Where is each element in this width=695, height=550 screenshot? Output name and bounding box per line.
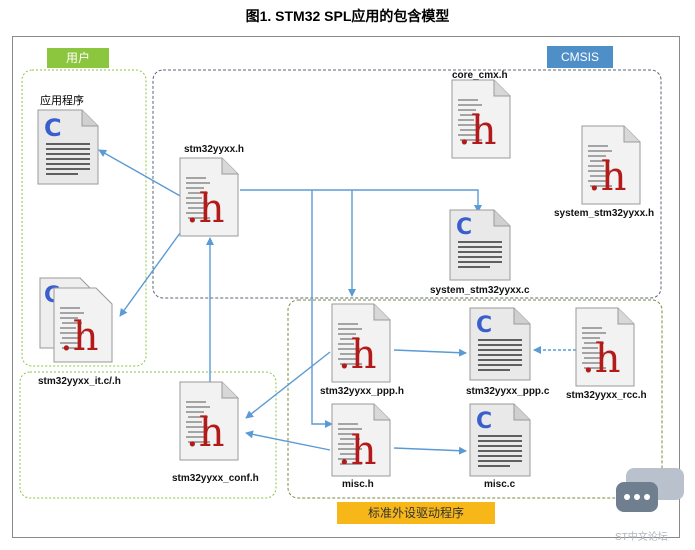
svg-text:C: C	[456, 215, 472, 240]
svg-text:C: C	[476, 409, 492, 434]
svg-text:.h: .h	[582, 336, 620, 382]
label-system-stm32yyxx-c: system_stm32yyxx.c	[430, 285, 530, 296]
diagram-frame	[12, 36, 680, 538]
config-group-box	[19, 371, 277, 499]
user-group-tag: 用户	[47, 48, 109, 68]
user-group-box	[21, 69, 147, 367]
misc-c-file-icon: C	[469, 403, 531, 477]
core-cmx-h-file-icon: .h	[451, 79, 511, 159]
rcc-h-file-icon: .h	[575, 307, 635, 387]
app-label: 应用程序	[40, 95, 84, 107]
svg-text:.h: .h	[186, 410, 224, 456]
svg-text:C: C	[44, 114, 62, 142]
svg-text:.h: .h	[186, 186, 224, 232]
label-stm32yyxx-ppp-h: stm32yyxx_ppp.h	[320, 386, 404, 397]
label-stm32yyxx-it: stm32yyxx_it.c/.h	[38, 376, 121, 387]
svg-text:.h: .h	[338, 428, 376, 474]
app-c-file-icon: C	[37, 109, 99, 185]
ppp-c-file-icon: C	[469, 307, 531, 381]
system-h-file-icon: .h	[581, 125, 641, 205]
label-stm32yyxx-conf-h: stm32yyxx_conf.h	[172, 473, 259, 484]
label-stm32yyxx-h: stm32yyxx.h	[184, 144, 244, 155]
arrow-stm32-to-it	[119, 221, 189, 317]
system-c-file-icon: C	[449, 209, 511, 281]
svg-text:C: C	[476, 313, 492, 338]
misc-h-file-icon: .h	[331, 403, 391, 477]
arrow-ppp-to-conf	[245, 351, 331, 419]
arrow-stm32-to-app	[98, 149, 183, 198]
label-stm32yyxx-ppp-c: stm32yyxx_ppp.c	[466, 386, 550, 397]
stm32yyxx-h-file-icon: .h	[179, 157, 239, 237]
arrow-stm32-to-misc	[311, 190, 333, 428]
std-driver-group-tag: 标准外设驱动程序	[337, 502, 495, 524]
arrow-stm32-to-system-c	[240, 189, 482, 213]
ppp-h-file-icon: .h	[331, 303, 391, 383]
label-stm32yyxx-rcc-h: stm32yyxx_rcc.h	[566, 390, 647, 401]
cmsis-group-tag: CMSIS	[547, 46, 613, 68]
std-driver-group-box	[287, 299, 663, 499]
svg-text:.h: .h	[458, 108, 496, 154]
it-file-stack-icon: C .h	[39, 277, 113, 363]
svg-text:.h: .h	[60, 314, 98, 360]
svg-text:.h: .h	[588, 154, 626, 200]
arrow-misc-h-to-misc-c	[393, 446, 467, 455]
arrow-ppp-h-to-ppp-c	[393, 348, 467, 357]
label-system-stm32yyxx-h: system_stm32yyxx.h	[554, 208, 654, 219]
conf-h-file-icon: .h	[179, 381, 239, 461]
label-misc-c: misc.c	[484, 479, 516, 490]
svg-text:.h: .h	[338, 332, 376, 378]
arrow-misc-to-conf	[245, 430, 331, 451]
cmsis-group-box	[152, 69, 662, 299]
label-core-cmx-h: core_cmx.h	[452, 70, 508, 81]
chat-bubble-icon	[616, 468, 684, 512]
watermark-text: ST中文论坛	[615, 532, 668, 543]
label-misc-h: misc.h	[342, 479, 374, 490]
diagram-title: 图1. STM32 SPL应用的包含模型	[245, 8, 450, 24]
